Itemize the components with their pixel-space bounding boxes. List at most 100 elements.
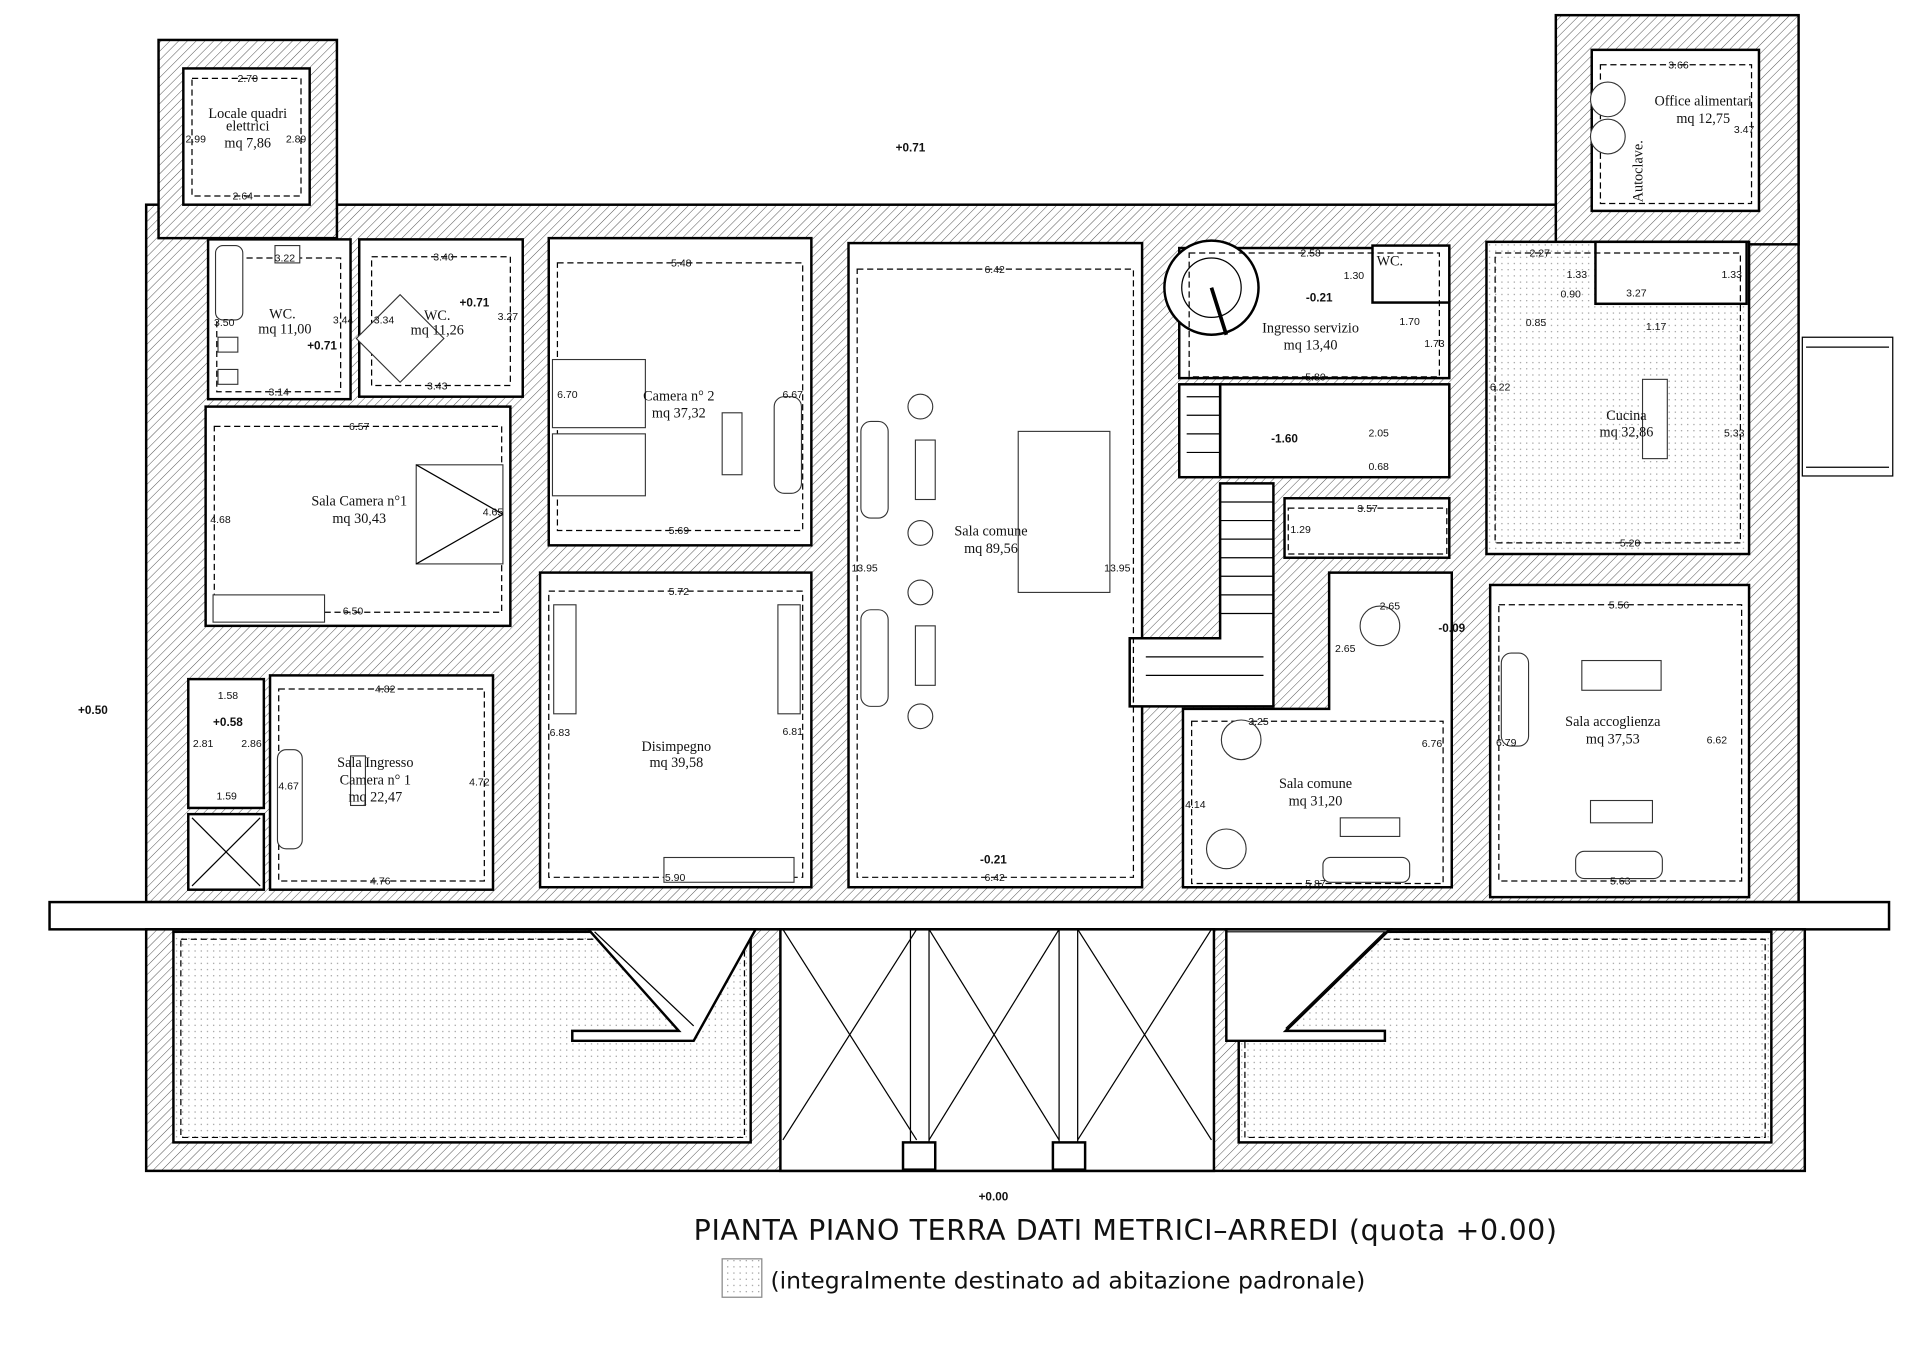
room-office-area: mq 12,75 — [1676, 111, 1730, 127]
room-locale-name-2: elettrici — [226, 118, 270, 134]
dim-label: 6.62 — [1707, 735, 1728, 747]
dim-label: 5.69 — [669, 525, 690, 537]
elevation-ingresso-servizio: -0.21 — [1306, 291, 1333, 304]
dim-label: 3.66 — [1668, 59, 1689, 71]
dim-label: 4.68 — [210, 514, 231, 526]
dim-label: 4.67 — [278, 780, 299, 792]
room-office-name: Office alimentari — [1655, 94, 1752, 110]
room-wc2-area: mq 11,26 — [411, 323, 464, 339]
elevation-small: +0.58 — [213, 716, 243, 729]
elevation-sala-comune: -0.21 — [980, 854, 1007, 867]
room-cucina-area: mq 32,86 — [1600, 424, 1654, 440]
dim-label: 5.56 — [1609, 600, 1630, 612]
dim-label: 2.58 — [1300, 248, 1321, 260]
room-ingresso-servizio-name: Ingresso servizio — [1262, 320, 1359, 336]
furniture — [212, 81, 1668, 883]
room-sala-comune2-name: Sala comune — [1279, 776, 1352, 792]
dim-label: 1.73 — [1424, 338, 1445, 350]
room-disimpegno-name: Disimpegno — [642, 739, 712, 755]
dim-label: 1.33 — [1567, 269, 1588, 281]
porch — [172, 336, 1894, 1173]
dim-label: 2.27 — [1529, 248, 1550, 260]
dim-label: 5.72 — [669, 586, 690, 598]
dim-label: 6.76 — [1422, 738, 1443, 750]
room-sala-ingresso-name: Sala Ingresso — [337, 755, 413, 771]
room-camera2-area: mq 37,32 — [652, 406, 706, 422]
dim-label: 2.05 — [1368, 427, 1389, 439]
room-locale-area: mq 7,86 — [224, 136, 271, 152]
drawing-title: PIANTA PIANO TERRA DATI METRICI–ARREDI (… — [694, 1214, 1558, 1247]
dim-label: 13.95 — [1104, 562, 1130, 574]
dim-label: 5.87 — [1305, 878, 1326, 890]
elevation-sala-comune2: -0.09 — [1438, 622, 1465, 635]
dim-label: 0.85 — [1526, 317, 1547, 329]
dim-label: 6.50 — [343, 606, 364, 618]
room-sala-ingresso-name-2: Camera n° 1 — [340, 772, 411, 788]
dim-label: 2.99 — [185, 134, 206, 146]
dim-label: 6.79 — [1496, 737, 1517, 749]
dim-label: 0.90 — [1560, 289, 1581, 301]
dim-label: 13.95 — [851, 562, 877, 574]
dim-label: 4.14 — [1185, 799, 1206, 811]
dim-label: 1.58 — [218, 690, 239, 702]
room-cucina-name: Cucina — [1606, 408, 1647, 424]
elevation-bottom: +0.00 — [979, 1191, 1009, 1204]
room-disimpegno-area: mq 39,58 — [649, 755, 703, 771]
dim-label: 5.90 — [665, 872, 686, 884]
room-sala-comune-area: mq 89,56 — [964, 541, 1018, 557]
dim-label: 3.57 — [1357, 503, 1378, 515]
dim-label: 6.70 — [557, 389, 578, 401]
dim-label: 4.76 — [370, 876, 391, 888]
room-wc1-name: WC. — [269, 307, 296, 323]
elevation-wc1: +0.71 — [307, 340, 337, 353]
room-office-autoclave: Autoclave. — [1631, 140, 1647, 202]
dim-label: 5.48 — [671, 258, 692, 270]
room-ingresso-servizio-area: mq 13,40 — [1284, 338, 1338, 354]
elevation-left: +0.50 — [78, 704, 108, 717]
dim-label: 3.27 — [1626, 287, 1647, 299]
room-wc2-name: WC. — [424, 308, 451, 324]
dim-label: 1.70 — [1399, 316, 1420, 328]
dim-label: 6.57 — [349, 421, 370, 433]
dim-label: 6.81 — [783, 726, 804, 738]
dim-label: 2.81 — [193, 738, 214, 750]
dim-label: 3.40 — [433, 251, 454, 263]
room-sala-accoglienza-area: mq 37,53 — [1586, 732, 1640, 748]
dim-label: 1.29 — [1290, 524, 1311, 536]
dim-label: 1.17 — [1646, 321, 1667, 333]
dim-label: 6.42 — [984, 872, 1005, 884]
room-sala-accoglienza-name: Sala accoglienza — [1565, 714, 1661, 730]
dim-label: 1.59 — [216, 790, 237, 802]
room-labels: Locale quadri elettrici mq 7,86 WC. mq 1… — [208, 94, 1752, 810]
dim-label: 3.22 — [275, 253, 296, 265]
dim-label: 3.50 — [214, 317, 235, 329]
elevation-labels: +0.71 +0.50 +0.00 +0.71 +0.71 +0.58 -0.2… — [78, 141, 1466, 1203]
dim-label: 6.67 — [783, 389, 804, 401]
room-sala-comune2-area: mq 31,20 — [1289, 793, 1343, 809]
room-camera2-name: Camera n° 2 — [643, 388, 714, 404]
dim-label: 1.30 — [1344, 270, 1365, 282]
room-sala-comune-name: Sala comune — [954, 523, 1027, 539]
dim-label: 5.80 — [1305, 372, 1326, 384]
room-sala-ingresso-area: mq 22,47 — [348, 790, 402, 806]
dim-label: 0.68 — [1368, 461, 1389, 473]
elevation-basement: -1.60 — [1271, 433, 1298, 446]
dim-label: 2.64 — [233, 191, 254, 203]
dim-label: 2.65 — [1380, 601, 1401, 613]
dim-label: 6.42 — [984, 264, 1005, 276]
dim-label: 2.86 — [241, 738, 262, 750]
room-sala-camera1-area: mq 30,43 — [332, 511, 386, 527]
legend-text: (integralmente destinato ad abitazione p… — [770, 1267, 1365, 1295]
dim-label: 3.44 — [333, 315, 354, 327]
dim-label: 3.47 — [1734, 124, 1755, 136]
elevation-top: +0.71 — [896, 141, 926, 154]
room-wc1-area: mq 11,00 — [258, 322, 311, 338]
dim-label: 2.65 — [1335, 643, 1356, 655]
dim-label: 3.43 — [427, 380, 448, 392]
elevation-wc2: +0.71 — [460, 296, 490, 309]
dim-label: 4.82 — [375, 684, 396, 696]
dimension-labels: 2.70 2.99 2.89 2.64 3.22 3.50 3.44 3.14 … — [185, 59, 1754, 890]
dim-label: 5.33 — [1724, 427, 1745, 439]
dim-label: 3.34 — [374, 315, 395, 327]
